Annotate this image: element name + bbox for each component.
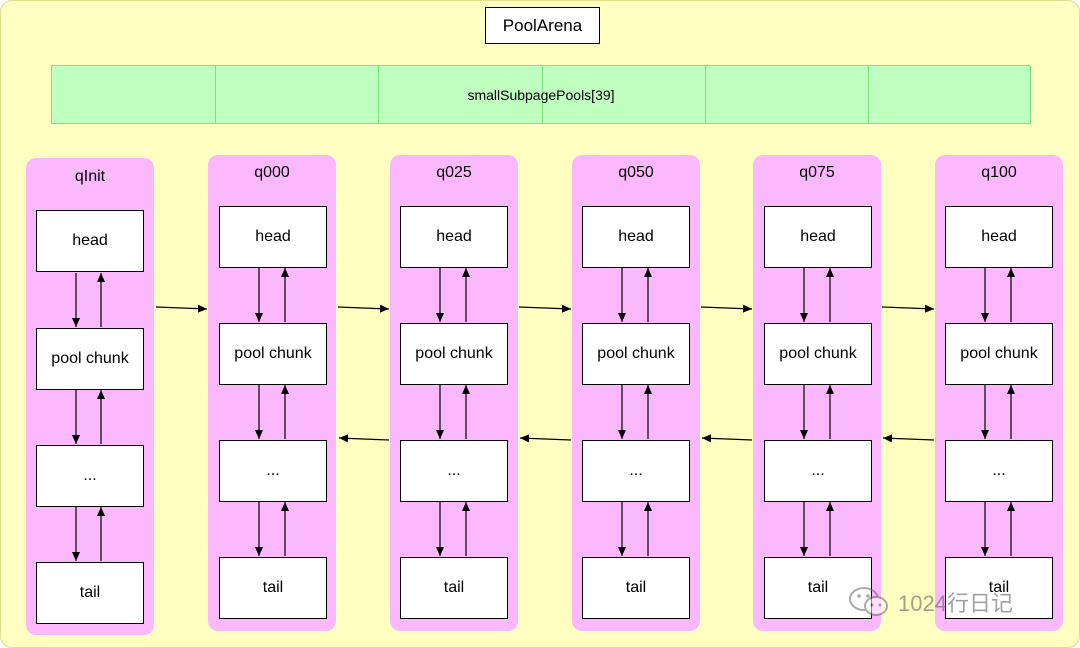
node-ellipsis: ...: [582, 440, 690, 502]
node-tail: tail: [945, 557, 1053, 619]
node-tail: tail: [764, 557, 872, 619]
pool-segment: [543, 66, 706, 123]
node-ellipsis: ...: [400, 440, 508, 502]
list-prev-arrow: [338, 434, 390, 443]
pool-segment: [216, 66, 379, 123]
node-pool-chunk: pool chunk: [219, 323, 327, 385]
list-prev-arrow: [701, 434, 753, 443]
list-next-arrow: [700, 304, 753, 313]
node-ellipsis: ...: [945, 440, 1053, 502]
chunk-list-q100: q100 head pool chunk ... tail: [935, 155, 1063, 631]
node-tail: tail: [582, 557, 690, 619]
node-pool-chunk: pool chunk: [945, 323, 1053, 385]
node-tail: tail: [36, 562, 144, 624]
pool-arena-title: PoolArena: [485, 7, 600, 44]
node-head: head: [36, 210, 144, 272]
pool-segment: [52, 66, 216, 123]
watermark-text: 1024行日记: [898, 591, 1013, 616]
node-pool-chunk: pool chunk: [764, 323, 872, 385]
list-next-arrow: [518, 304, 572, 313]
node-head: head: [764, 206, 872, 268]
chunk-list-title: q000: [254, 164, 290, 181]
list-next-arrow: [337, 304, 390, 313]
node-head: head: [582, 206, 690, 268]
small-subpage-pools-label: smallSubpagePools[39]: [467, 86, 615, 103]
list-next-arrow: [881, 304, 935, 313]
list-prev-arrow: [882, 434, 935, 443]
node-tail: tail: [400, 557, 508, 619]
node-head: head: [945, 206, 1053, 268]
wechat-icon: [849, 587, 888, 616]
node-ellipsis: ...: [764, 440, 872, 502]
node-head: head: [219, 206, 327, 268]
node-head: head: [400, 206, 508, 268]
chunk-list-title: q075: [799, 164, 835, 181]
chunk-list-title: qInit: [74, 168, 106, 185]
chunk-list-q075: q075 head pool chunk ... tail: [753, 155, 881, 631]
chunk-list-title: q100: [981, 164, 1017, 181]
chunk-list-title: q025: [436, 164, 472, 181]
node-tail: tail: [219, 557, 327, 619]
chunk-list-qinit: qInit head pool chunk ... tail: [26, 158, 154, 635]
pool-segment: [706, 66, 869, 123]
pool-segment: [379, 66, 543, 123]
chunk-list-q000: q000 head pool chunk ... tail: [208, 155, 336, 631]
chunk-list-q025: q025 head pool chunk ... tail: [390, 155, 518, 631]
node-ellipsis: ...: [36, 445, 144, 507]
chunk-list-title: q050: [618, 164, 654, 181]
watermark: 1024行日记: [848, 582, 1013, 622]
list-next-arrow: [155, 304, 208, 313]
node-pool-chunk: pool chunk: [400, 323, 508, 385]
node-ellipsis: ...: [219, 440, 327, 502]
node-pool-chunk: pool chunk: [582, 323, 690, 385]
chunk-list-q050: q050 head pool chunk ... tail: [572, 155, 700, 631]
list-prev-arrow: [519, 434, 572, 443]
node-pool-chunk: pool chunk: [36, 328, 144, 390]
small-subpage-pools-array: smallSubpagePools[39]: [51, 65, 1031, 124]
